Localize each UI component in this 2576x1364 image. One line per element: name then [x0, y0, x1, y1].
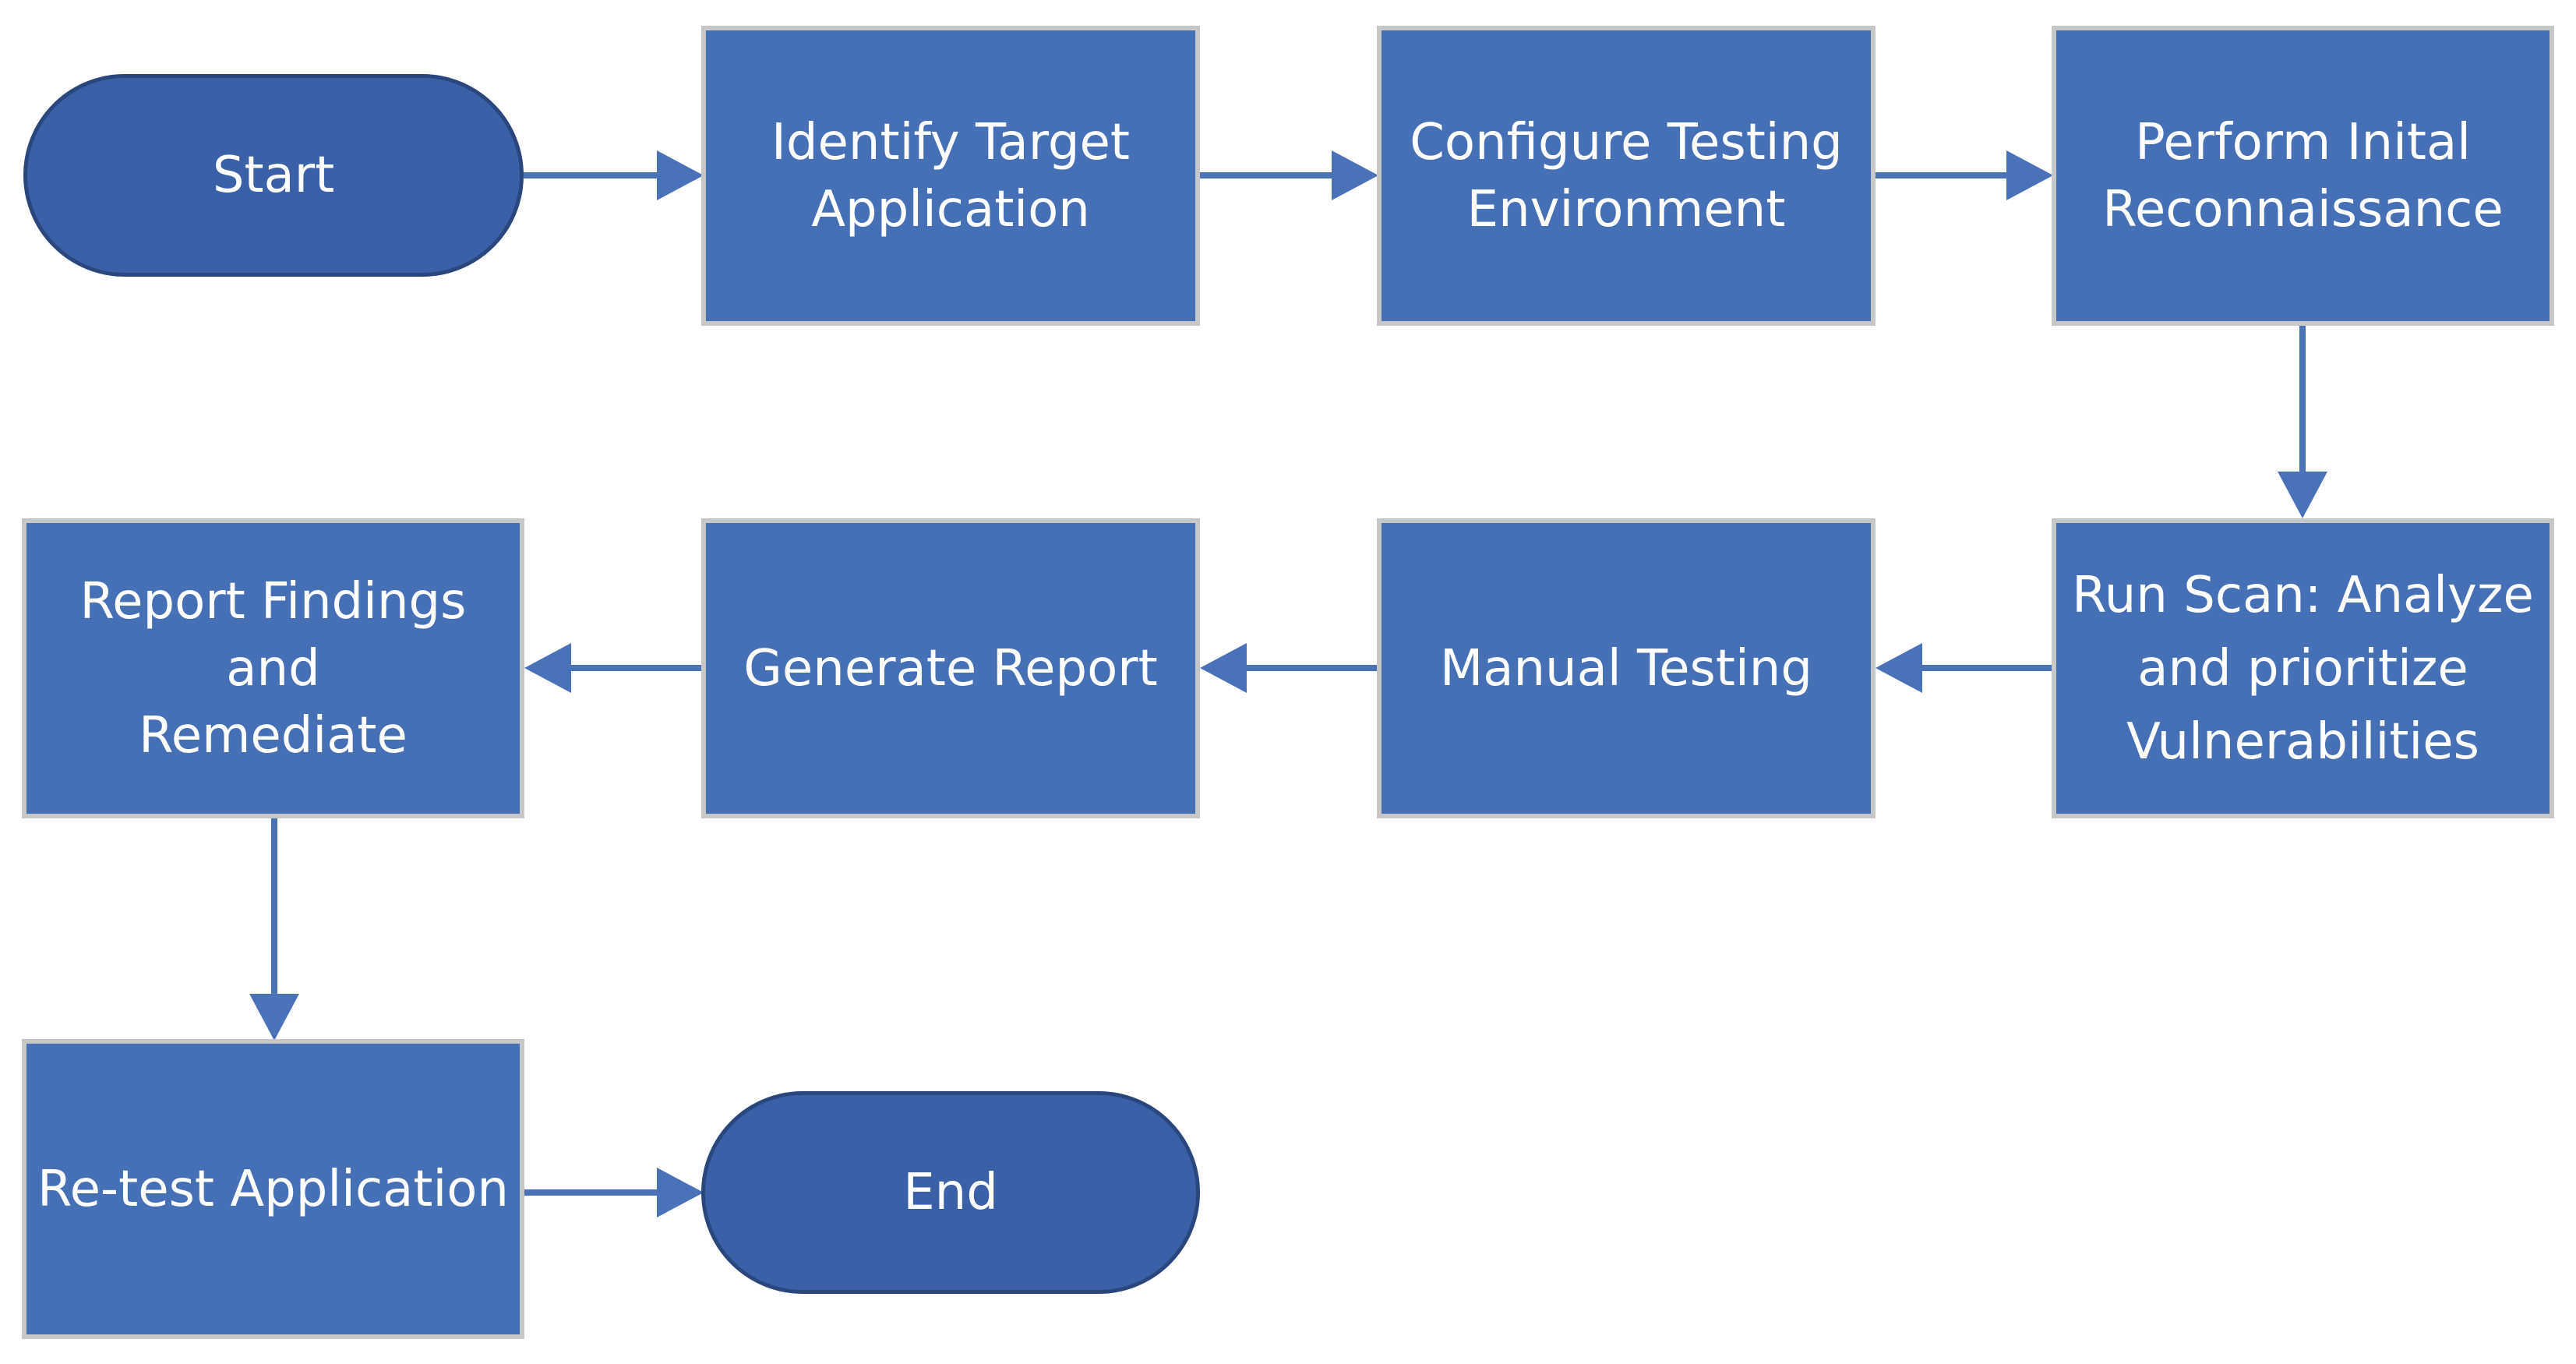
- arrowhead-generate-to-report: [524, 643, 571, 693]
- arrowhead-scan-to-manual: [1876, 643, 1922, 693]
- manual-testing-node: Manual Testing: [1377, 518, 1876, 818]
- arrowhead-recon-to-scan: [2278, 472, 2327, 518]
- run-scan-node: Run Scan: Analyze and prioritize Vulnera…: [2052, 518, 2554, 818]
- reconnaissance-label: Perform Inital Reconnaissance: [2102, 113, 2504, 239]
- end-node: End: [701, 1091, 1200, 1294]
- report-findings-node: Report Findings and Remediate: [22, 518, 524, 818]
- configure-environment-node: Configure Testing Environment: [1377, 26, 1876, 326]
- end-label: End: [903, 1164, 998, 1221]
- arrowhead-identify-to-configure: [1332, 150, 1378, 200]
- arrowhead-report-to-retest: [249, 994, 299, 1041]
- retest-application-label: Re-test Application: [37, 1160, 509, 1218]
- reconnaissance-node: Perform Inital Reconnaissance: [2052, 26, 2554, 326]
- retest-application-node: Re-test Application: [22, 1039, 524, 1339]
- identify-target-node: Identify Target Application: [701, 26, 1200, 326]
- run-scan-label: Run Scan: Analyze and prioritize Vulnera…: [2072, 566, 2534, 771]
- configure-environment-label: Configure Testing Environment: [1410, 113, 1843, 239]
- arrowhead-manual-to-generate: [1200, 643, 1247, 693]
- start-node: Start: [23, 74, 524, 277]
- arrowhead-start-to-identify: [657, 150, 704, 200]
- manual-testing-label: Manual Testing: [1440, 639, 1812, 698]
- generate-report-node: Generate Report: [701, 518, 1200, 818]
- arrowhead-configure-to-recon: [2006, 150, 2053, 200]
- report-findings-label: Report Findings and Remediate: [79, 572, 467, 765]
- generate-report-label: Generate Report: [743, 639, 1158, 698]
- arrowhead-retest-to-end: [657, 1168, 704, 1217]
- start-label: Start: [212, 147, 335, 204]
- identify-target-label: Identify Target Application: [771, 113, 1130, 239]
